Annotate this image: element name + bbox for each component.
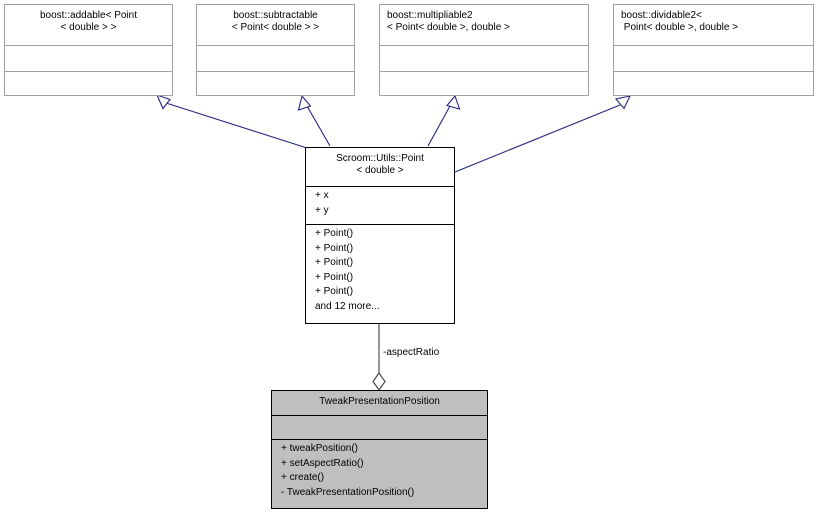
class-box-tweakpresentationposition[interactable]: TweakPresentationPosition + tweakPositio… (271, 390, 488, 509)
inheritance-edge-dividable2 (454, 95, 631, 173)
class-title-line: Scroom::Utils::Point (336, 153, 424, 164)
class-box-boost-multipliable2[interactable]: boost::multipliable2 < Point< double >, … (379, 4, 589, 96)
class-methods-scroom-utils-point: + Point() + Point() + Point() + Point() … (306, 224, 454, 323)
inheritance-edge-subtractable (297, 94, 331, 147)
class-method: + Point() (315, 286, 354, 298)
class-title-line: boost::addable< Point (39, 10, 138, 21)
class-box-boost-dividable2[interactable]: boost::dividable2< Point< double >, doub… (613, 4, 814, 96)
class-attributes-tweakpresentationposition (272, 415, 487, 439)
class-attribute: + x (315, 190, 329, 201)
class-title-line: TweakPresentationPosition (319, 396, 440, 407)
class-method-more[interactable]: and 12 more... (315, 300, 380, 312)
class-method: + create() (281, 472, 325, 484)
inheritance-edge-addable (155, 94, 308, 149)
class-box-boost-subtractable[interactable]: boost::subtractable < Point< double > > (196, 4, 355, 96)
class-methods-boost-dividable2 (614, 71, 813, 95)
class-title-boost-subtractable: boost::subtractable < Point< double > > (197, 5, 354, 45)
class-attributes-boost-dividable2 (614, 45, 813, 71)
class-title-line: < Point< double >, double > (387, 22, 510, 33)
aggregation-role-label: -aspectRatio (383, 347, 440, 358)
class-attributes-boost-addable (5, 45, 172, 71)
class-attributes-scroom-utils-point: + x + y (306, 186, 454, 224)
class-method: - TweakPresentationPosition() (281, 486, 415, 498)
class-title-line: boost::multipliable2 (387, 10, 473, 21)
class-title-boost-addable: boost::addable< Point < double > > (5, 5, 172, 45)
class-method: + Point() (315, 228, 354, 239)
class-method: + setAspectRatio() (281, 457, 364, 469)
class-title-line: Point< double >, double > (621, 22, 739, 33)
class-attributes-boost-subtractable (197, 45, 354, 71)
class-methods-boost-multipliable2 (380, 71, 588, 95)
class-attributes-boost-multipliable2 (380, 45, 588, 71)
class-method: + Point() (315, 271, 354, 283)
class-methods-tweakpresentationposition: + tweakPosition() + setAspectRatio() + c… (272, 439, 487, 508)
class-method: + tweakPosition() (281, 443, 358, 454)
class-box-scroom-utils-point[interactable]: Scroom::Utils::Point < double > + x + y … (305, 147, 455, 324)
inheritance-edge-multipliable2 (427, 94, 461, 147)
class-box-boost-addable[interactable]: boost::addable< Point < double > > (4, 4, 173, 96)
class-methods-boost-addable (5, 71, 172, 95)
class-title-line: < Point< double > > (231, 22, 320, 33)
class-title-boost-dividable2: boost::dividable2< Point< double >, doub… (614, 5, 813, 45)
class-title-line: < double > (356, 165, 404, 176)
class-attribute: + y (315, 204, 329, 216)
class-methods-boost-subtractable (197, 71, 354, 95)
class-title-tweakpresentationposition: TweakPresentationPosition (272, 391, 487, 415)
class-title-scroom-utils-point: Scroom::Utils::Point < double > (306, 148, 454, 186)
class-title-line: < double > > (60, 22, 117, 33)
class-title-boost-multipliable2: boost::multipliable2 < Point< double >, … (380, 5, 588, 45)
class-title-line: boost::dividable2< (621, 10, 702, 21)
class-title-line: boost::subtractable (233, 10, 318, 21)
class-method: + Point() (315, 257, 354, 269)
class-method: + Point() (315, 242, 354, 254)
